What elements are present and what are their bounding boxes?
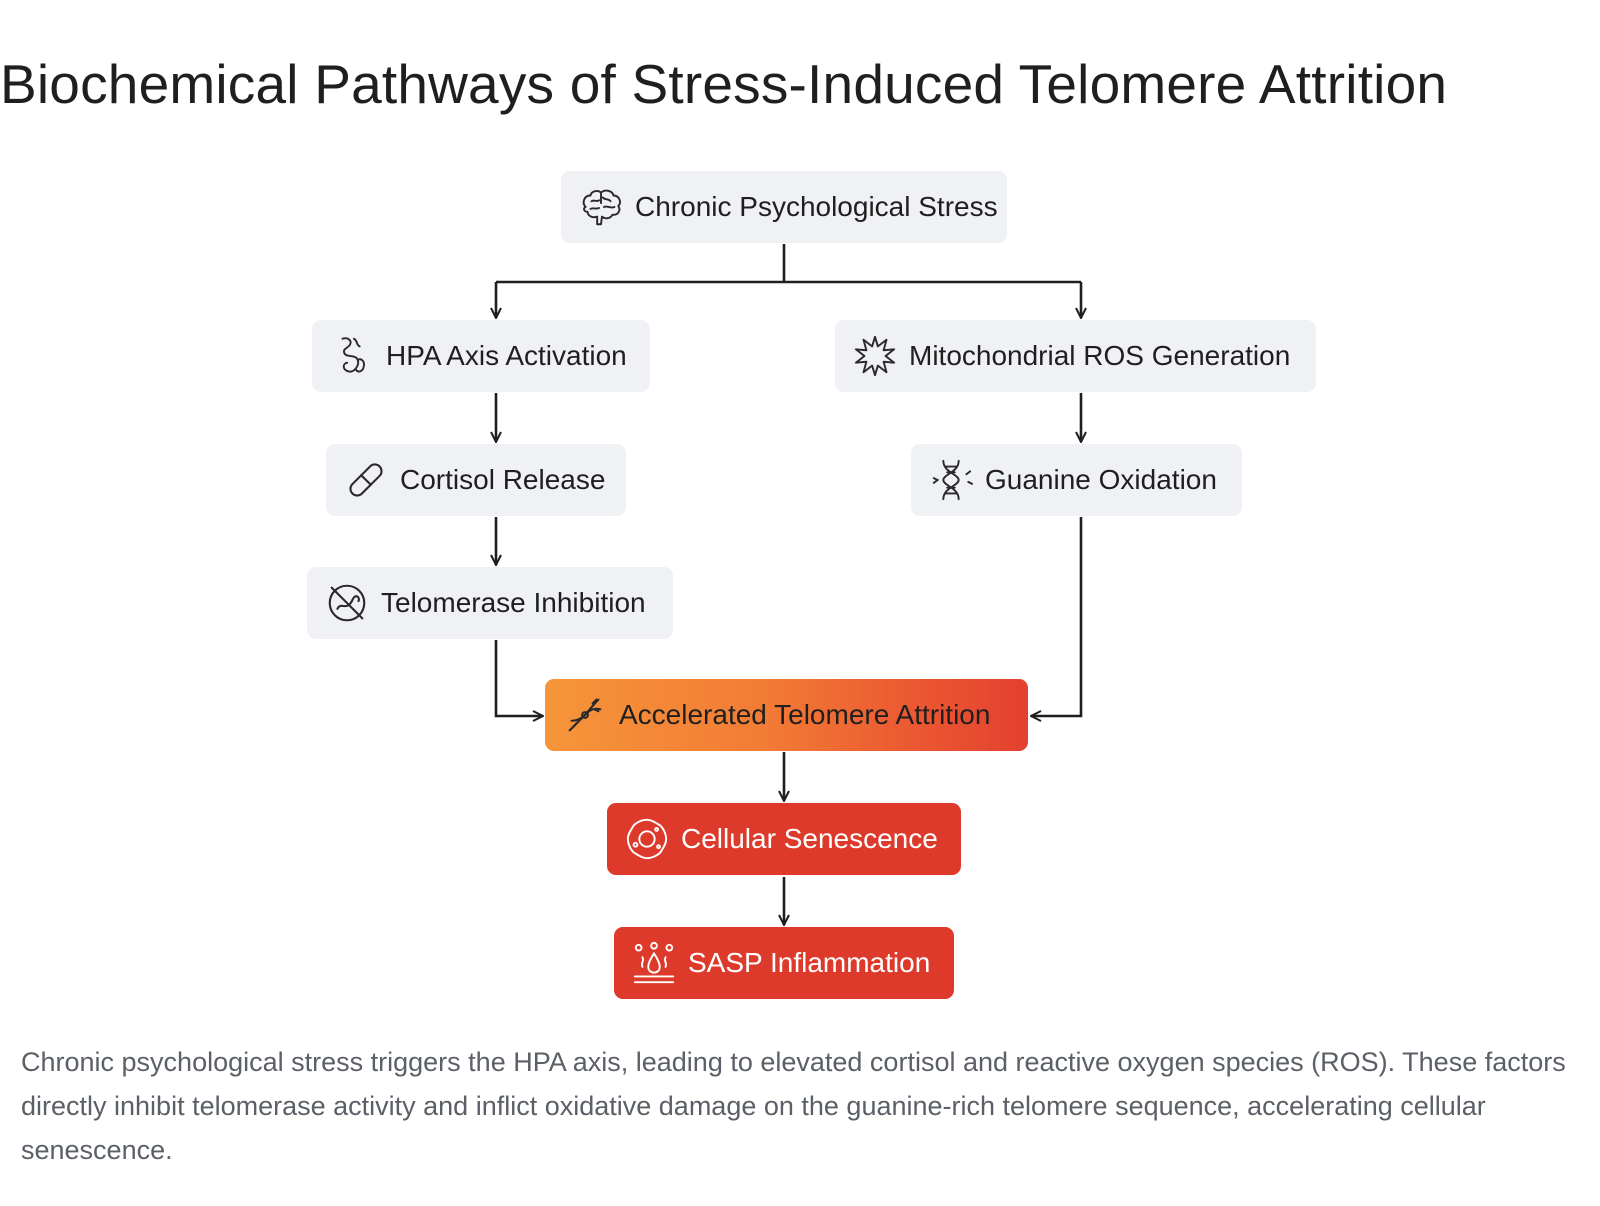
blocked-enzyme-icon <box>323 579 371 627</box>
cell-icon <box>623 815 671 863</box>
node-accelerated-attrition: Accelerated Telomere Attrition <box>545 679 1028 751</box>
node-guanine-oxidation-label: Guanine Oxidation <box>985 464 1217 495</box>
node-sasp-inflammation: SASP Inflammation <box>614 927 954 999</box>
connector-lines <box>0 244 1600 1040</box>
node-telomerase-inhibition: Telomerase Inhibition <box>307 567 673 639</box>
node-hpa-axis-label: HPA Axis Activation <box>386 340 627 371</box>
diagram-caption: Chronic psychological stress triggers th… <box>21 1047 1566 1165</box>
brain-icon <box>577 183 625 231</box>
node-guanine-oxidation: Guanine Oxidation <box>911 444 1242 516</box>
node-mitochondrial-ros-label: Mitochondrial ROS Generation <box>909 340 1291 371</box>
node-chronic-stress: Chronic Psychological Stress <box>561 171 1007 243</box>
gland-icon <box>328 332 376 380</box>
page-title: Biochemical Pathways of Stress-Induced T… <box>0 53 1448 115</box>
node-cortisol-release: Cortisol Release <box>326 444 626 516</box>
node-cortisol-release-label: Cortisol Release <box>400 464 606 495</box>
node-chronic-stress-label: Chronic Psychological Stress <box>635 191 998 222</box>
node-hpa-axis: HPA Axis Activation <box>312 320 650 392</box>
burst-icon <box>851 332 899 380</box>
node-cellular-senescence: Cellular Senescence <box>607 803 961 875</box>
pill-icon <box>342 456 390 504</box>
node-sasp-inflammation-label: SASP Inflammation <box>688 947 931 978</box>
chromosome-icon <box>561 691 609 739</box>
dna-icon <box>927 456 975 504</box>
node-cellular-senescence-label: Cellular Senescence <box>681 823 938 854</box>
connector-guanine-attrition <box>1031 517 1083 716</box>
node-accelerated-attrition-label: Accelerated Telomere Attrition <box>619 699 991 730</box>
connector-telomerase-attrition <box>494 640 543 716</box>
inflammation-icon <box>630 939 678 987</box>
node-telomerase-inhibition-label: Telomerase Inhibition <box>381 587 646 618</box>
connector-stress-split <box>496 244 1081 284</box>
node-mitochondrial-ros: Mitochondrial ROS Generation <box>835 320 1316 392</box>
pathway-diagram: Chronic Psychological Stress HPA Axis Ac… <box>0 171 1600 1040</box>
